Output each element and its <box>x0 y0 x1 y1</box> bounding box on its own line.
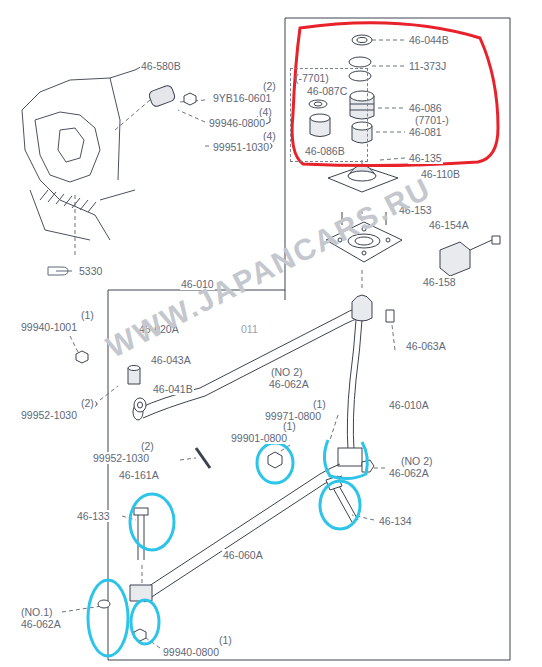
part-number: (7701-) <box>414 114 450 126</box>
part-number: 46-086 <box>408 102 443 114</box>
part-number: 46-580B <box>140 60 182 72</box>
part-number: 46-063A <box>405 340 447 352</box>
part-number: 46-041B <box>152 383 194 395</box>
part-number: 11-373J <box>408 60 447 72</box>
part-number: (2) <box>80 397 95 409</box>
part-number: (-7701) <box>295 72 329 84</box>
part-number: 5330 <box>78 265 103 277</box>
part-number: 99952-1030 <box>92 452 150 464</box>
part-number: 99901-0800 <box>230 432 288 444</box>
part-number: 99951-1030 <box>212 141 270 153</box>
part-number: (NO.1) <box>20 606 54 618</box>
variant-group-box: (-7701)46-087C 46-086B <box>290 68 368 162</box>
part-number: 46-062A <box>20 618 62 630</box>
part-number: 46-060A <box>222 549 264 561</box>
part-number: 46-135 <box>408 152 443 164</box>
part-number: 46-081 <box>408 126 443 138</box>
part-number: 46-086B <box>305 145 345 157</box>
part-number: (1) <box>312 398 327 410</box>
part-number: (2) <box>262 80 277 92</box>
part-number: 99946-0800 <box>208 117 266 129</box>
part-number: (1) <box>218 634 233 646</box>
watermark: WWW.JAPANCARS.RU <box>100 171 438 366</box>
cyan-highlights <box>88 440 367 656</box>
part-number: 46-043A <box>150 354 192 366</box>
bracket-and-fasteners <box>148 84 272 149</box>
part-number: 46-010A <box>388 399 430 411</box>
hatching <box>40 190 96 212</box>
red-highlight <box>292 23 498 166</box>
part-number: 46-062A <box>268 378 310 390</box>
part-number: 9YB16-0601 <box>212 92 272 104</box>
part-number: 99952-1030 <box>20 409 78 421</box>
part-number: 011 <box>240 323 259 335</box>
part-number: (2) <box>140 440 155 452</box>
part-number: 46-161A <box>118 469 160 481</box>
part-number: (NO 2) <box>270 366 304 378</box>
part-number: (1) <box>80 309 95 321</box>
reference-hand-icon <box>48 267 72 275</box>
part-number: 99940-1001 <box>20 321 78 333</box>
part-number: 99940-0800 <box>162 646 220 658</box>
part-number: 46-044B <box>408 34 450 46</box>
part-number: 46-134 <box>378 515 413 527</box>
part-number: (NO 2) <box>400 455 434 467</box>
part-number: 46-062A <box>388 467 430 479</box>
part-number: 46-087C <box>307 85 347 97</box>
part-number: 46-158 <box>422 276 457 288</box>
part-number: 46-133 <box>76 510 111 522</box>
part-number: (1) <box>282 420 297 432</box>
transmission-housing <box>22 62 150 240</box>
frame <box>108 18 510 660</box>
part-number: 46-154A <box>428 219 470 231</box>
seal-and-bushing-early <box>309 100 330 137</box>
